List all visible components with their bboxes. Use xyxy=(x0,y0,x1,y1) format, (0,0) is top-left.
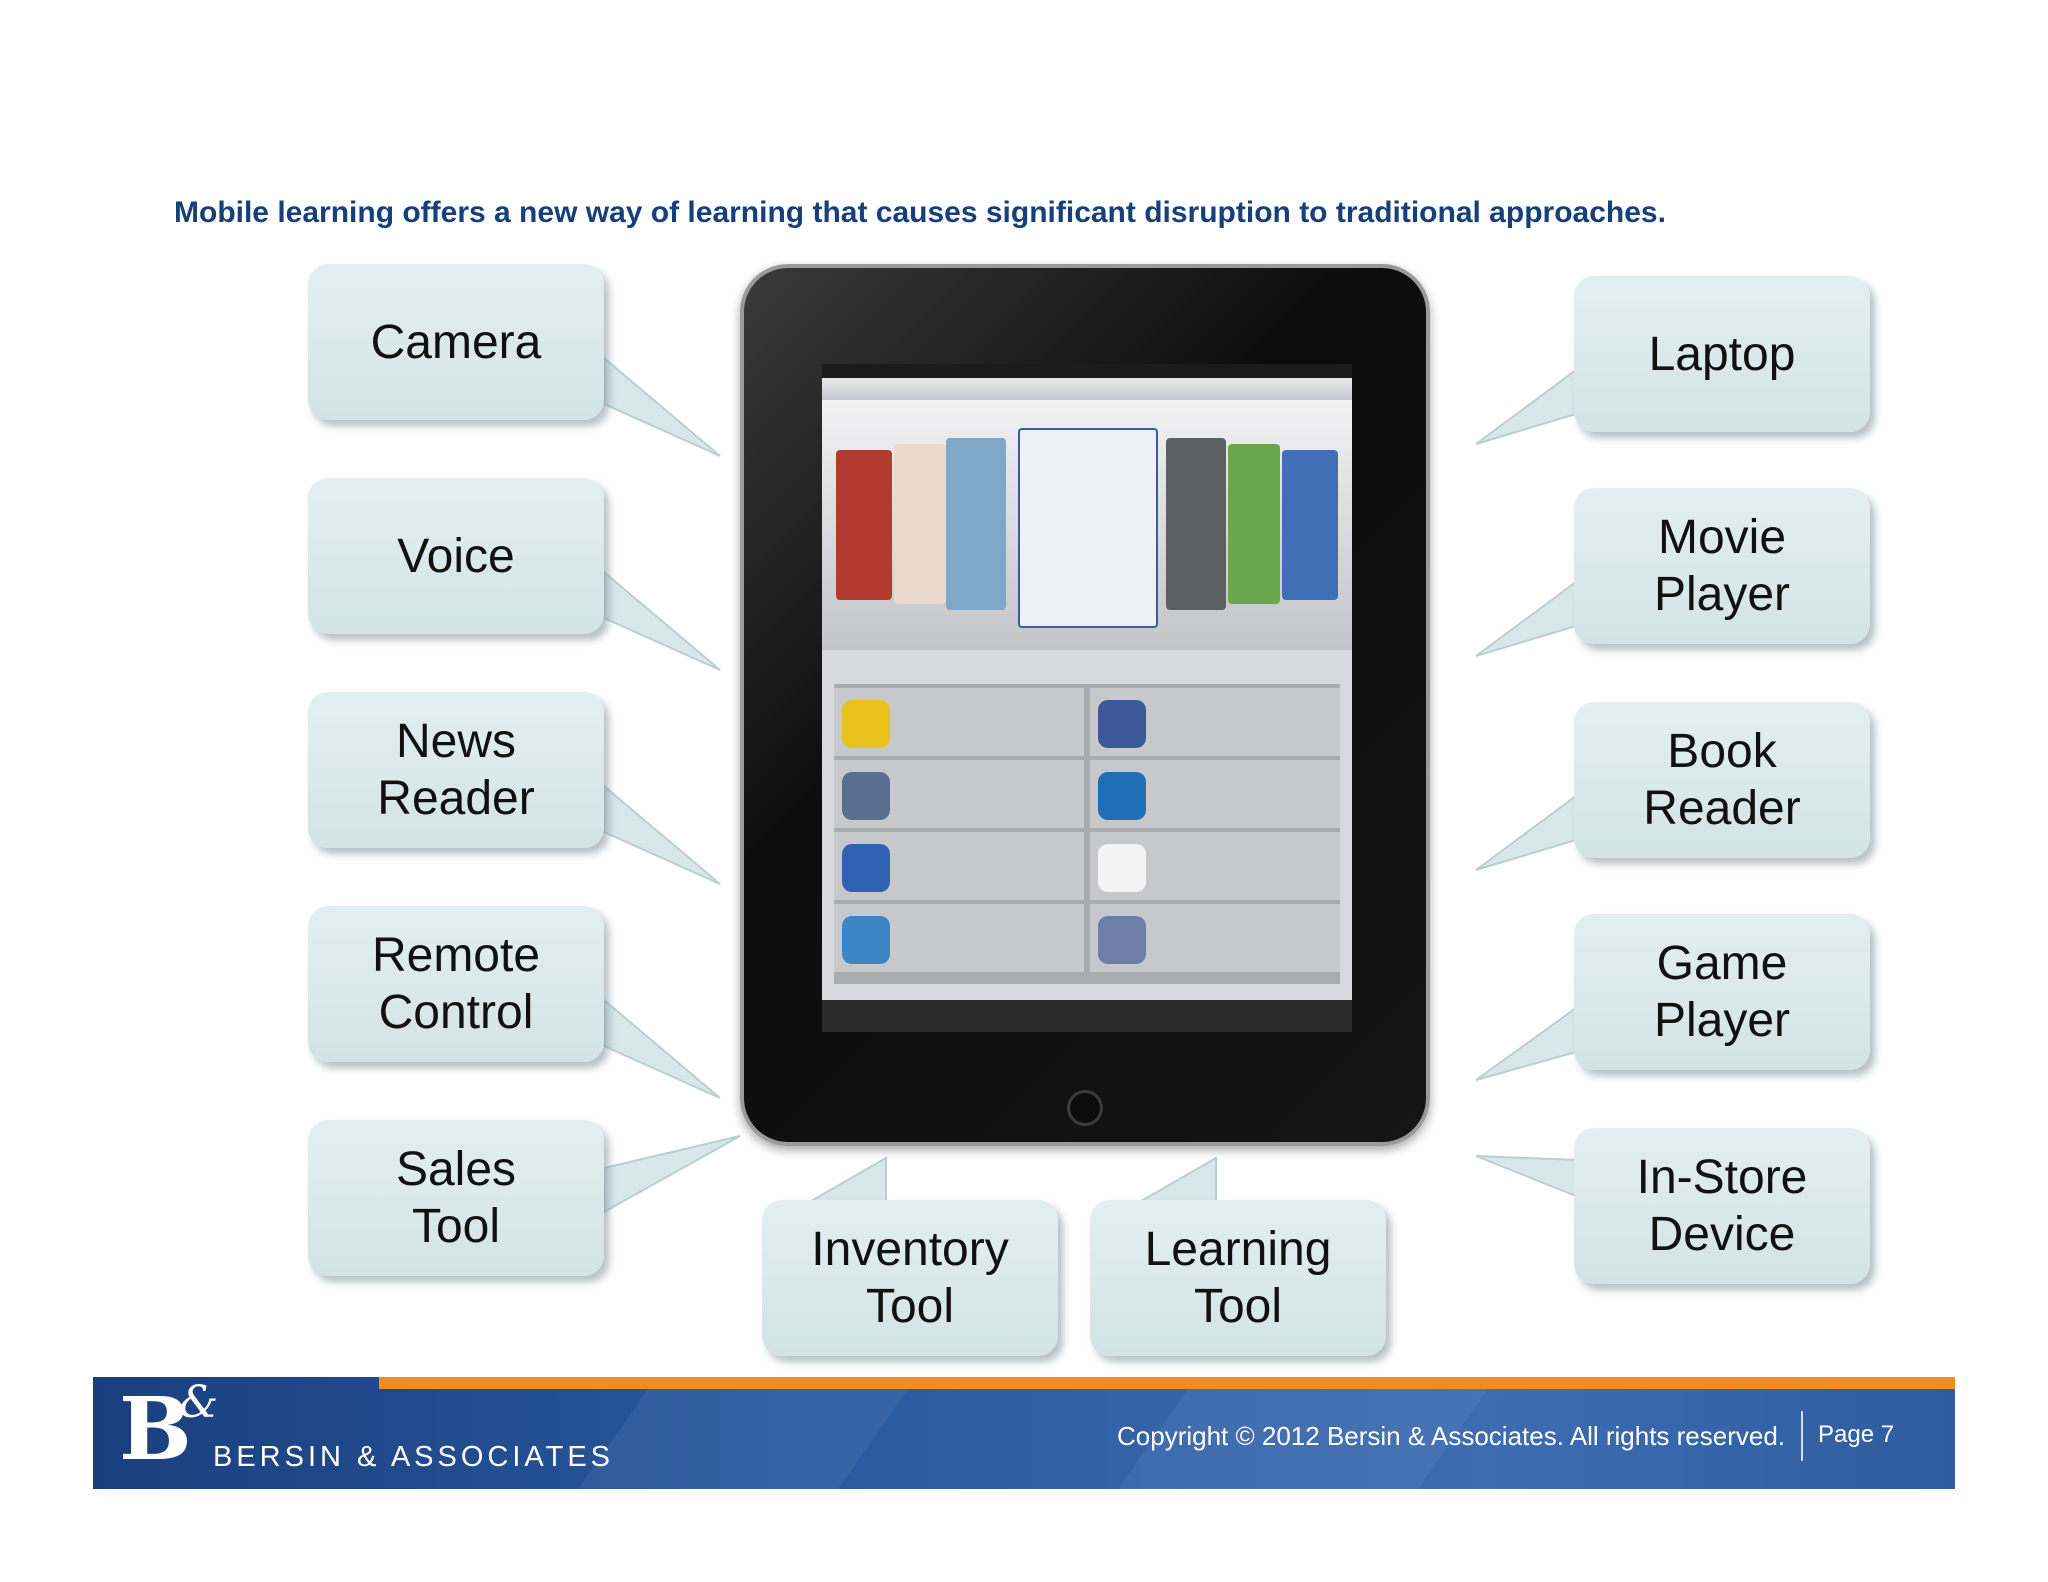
carousel-card xyxy=(946,438,1006,610)
callout-in-store-device: In-Store Device xyxy=(1574,1128,1870,1284)
app-row xyxy=(1090,832,1340,900)
pointer-in-store-device xyxy=(1475,1155,1577,1198)
ipad-device-image xyxy=(740,264,1430,1146)
callout-label: Sales Tool xyxy=(395,1143,517,1253)
callout-label: Remote Control xyxy=(371,929,541,1039)
carousel-card xyxy=(1166,438,1226,610)
callout-news-reader: News Reader xyxy=(308,692,604,848)
facebook-icon xyxy=(1098,700,1146,748)
callout-label: Book Reader xyxy=(1643,725,1801,835)
pointer-voice xyxy=(603,569,721,671)
callout-laptop: Laptop xyxy=(1574,276,1870,432)
pointer-camera xyxy=(603,355,721,457)
callout-label: Movie Player xyxy=(1653,511,1791,621)
pointer-movie-player xyxy=(1475,580,1577,657)
pointer-inventory-tool xyxy=(802,1156,887,1205)
bersin-logo-ampersand: & xyxy=(179,1377,219,1428)
callout-camera: Camera xyxy=(308,264,604,420)
bersin-logo-letter: B xyxy=(119,1379,192,1480)
callout-learning-tool: Learning Tool xyxy=(1090,1200,1386,1356)
callout-label: Laptop xyxy=(1648,327,1796,381)
callout-label: News Reader xyxy=(377,715,535,825)
app-icon xyxy=(842,916,890,964)
tab-bar xyxy=(822,1000,1352,1032)
app-row xyxy=(834,832,1084,900)
pointer-game-player xyxy=(1475,1006,1577,1081)
callout-inventory-tool: Inventory Tool xyxy=(762,1200,1058,1356)
callout-label: In-Store Device xyxy=(1636,1151,1808,1261)
app-row xyxy=(1090,688,1340,756)
home-button-icon xyxy=(1067,1090,1103,1126)
app-row xyxy=(834,688,1084,756)
footer-band: B & BERSIN & ASSOCIATES Copyright © 2012… xyxy=(93,1377,1955,1489)
app-list xyxy=(834,684,1340,984)
app-row xyxy=(1090,760,1340,828)
carousel-card-featured xyxy=(1018,428,1158,628)
callout-book-reader: Book Reader xyxy=(1574,702,1870,858)
app-icon xyxy=(1098,916,1146,964)
carousel-card xyxy=(1282,450,1338,600)
app-row xyxy=(1090,904,1340,972)
app-row xyxy=(834,904,1084,972)
callout-movie-player: Movie Player xyxy=(1574,488,1870,644)
app-icon xyxy=(1098,772,1146,820)
callout-label: Camera xyxy=(370,315,542,369)
app-icon xyxy=(842,844,890,892)
callout-label: Voice xyxy=(397,529,515,583)
page-number: Page 7 xyxy=(1818,1421,1895,1448)
app-icon xyxy=(842,772,890,820)
status-bar xyxy=(822,364,1352,378)
app-icon xyxy=(842,700,890,748)
slide-headline: Mobile learning offers a new way of lear… xyxy=(174,196,1666,229)
carousel-card xyxy=(894,444,946,604)
copyright-text: Copyright © 2012 Bersin & Associates. Al… xyxy=(1117,1421,1786,1451)
carousel-card xyxy=(1228,444,1280,604)
callout-label: Learning Tool xyxy=(1144,1223,1332,1333)
app-store-nav xyxy=(822,378,1352,400)
spotlight-carousel xyxy=(822,400,1352,650)
app-row xyxy=(834,760,1084,828)
pointer-book-reader xyxy=(1475,794,1577,871)
callout-sales-tool: Sales Tool xyxy=(308,1120,604,1276)
callout-game-player: Game Player xyxy=(1574,914,1870,1070)
callout-remote-control: Remote Control xyxy=(308,906,604,1062)
pointer-learning-tool xyxy=(1132,1156,1217,1205)
pointer-news-reader xyxy=(603,783,721,885)
footer-divider xyxy=(1801,1411,1803,1461)
footer-orange-stripe xyxy=(379,1377,1955,1389)
ipad-screen xyxy=(822,364,1352,1032)
callout-label: Inventory Tool xyxy=(811,1223,1009,1333)
pointer-remote-control xyxy=(603,997,721,1099)
pointer-laptop xyxy=(1475,368,1577,445)
carousel-card xyxy=(836,450,892,600)
pointer-sales-tool xyxy=(603,1135,741,1214)
bersin-logo-name: BERSIN & ASSOCIATES xyxy=(213,1441,615,1473)
flickr-icon xyxy=(1098,844,1146,892)
footer-decor-stripe xyxy=(577,1389,909,1489)
callout-voice: Voice xyxy=(308,478,604,634)
callout-label: Game Player xyxy=(1653,937,1791,1047)
